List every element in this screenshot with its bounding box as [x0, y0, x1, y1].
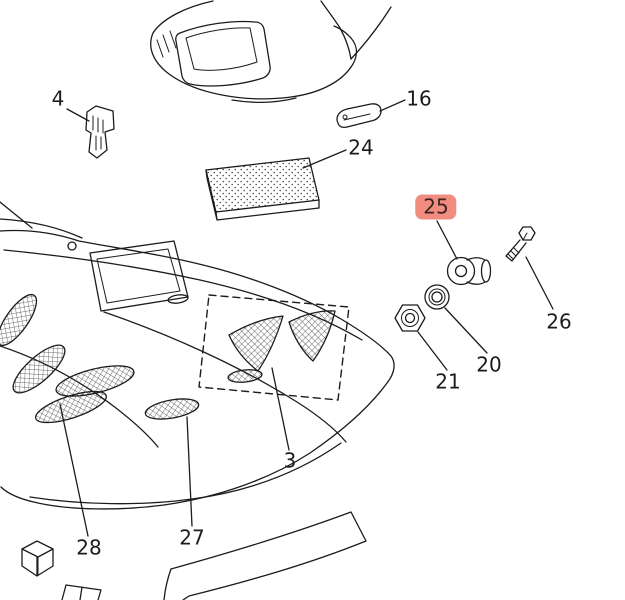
leader-line-25 — [436, 220, 458, 260]
leader-line-offscreen — [0, 201, 33, 229]
leader-line-21 — [417, 331, 448, 371]
corner-piece-figure — [320, 0, 392, 60]
callout-4[interactable]: 4 — [51, 86, 65, 111]
corner-bracket-figure — [85, 105, 115, 159]
leader-line-16 — [379, 99, 406, 112]
callout-28[interactable]: 28 — [76, 535, 102, 560]
cube-block-figure — [21, 540, 54, 577]
leader-lines — [0, 99, 554, 537]
callout-26[interactable]: 26 — [546, 309, 572, 334]
left-vent-grilles — [0, 293, 200, 424]
leader-line-3 — [271, 367, 290, 451]
main-hood-panel-figure — [0, 218, 395, 510]
foam-pad-figure — [205, 157, 320, 221]
callout-25-highlighted[interactable]: 25 — [415, 194, 457, 220]
latch-strip-figure — [336, 103, 382, 129]
callout-20[interactable]: 20 — [476, 352, 502, 377]
grommet-bushing-figure — [446, 256, 492, 286]
hood-top-section-figure — [150, 0, 358, 104]
bolt-figure — [505, 226, 536, 262]
leader-line-4 — [66, 108, 90, 122]
leader-line-26 — [525, 256, 554, 310]
partial-part-figure — [61, 584, 102, 600]
dashed-region-outline — [198, 294, 350, 401]
center-vent-grilles — [227, 310, 336, 383]
callout-21[interactable]: 21 — [435, 369, 461, 394]
leader-line-24 — [302, 149, 347, 169]
callout-24[interactable]: 24 — [348, 135, 374, 160]
trim-panel-figure — [163, 511, 367, 600]
washer-figure — [424, 284, 450, 310]
hex-nut-figure — [394, 304, 426, 332]
leader-line-27 — [186, 416, 193, 527]
callout-3[interactable]: 3 — [283, 448, 297, 473]
callout-16[interactable]: 16 — [406, 86, 432, 111]
leader-line-20 — [444, 307, 488, 354]
leader-line-28 — [59, 403, 89, 537]
callout-27[interactable]: 27 — [179, 525, 205, 550]
